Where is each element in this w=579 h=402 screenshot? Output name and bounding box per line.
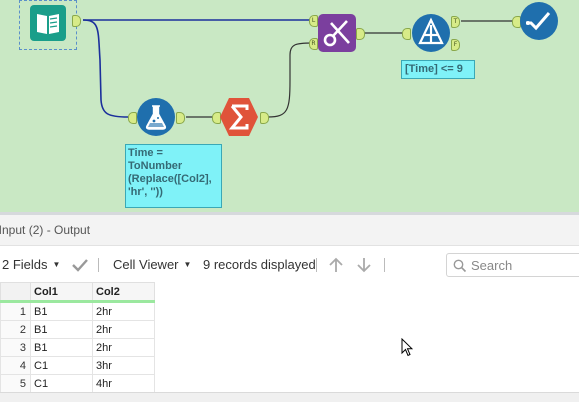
- results-grid[interactable]: Col1 Col2 1 B1 2hr 2 B1 2hr 3 B1 2hr 4 C…: [0, 282, 155, 393]
- results-title: t Input (2) - Output: [0, 223, 91, 237]
- table-row[interactable]: 3 B1 2hr: [0, 338, 155, 357]
- filter-icon: [418, 17, 444, 45]
- grid-cell[interactable]: C1: [30, 374, 93, 393]
- scissors-icon: [323, 20, 350, 47]
- wire-input-to-formula: [82, 19, 129, 118]
- join-left-anchor[interactable]: L: [309, 15, 318, 27]
- results-toolbar: 2 Fields ▼ Cell Viewer ▼ 9 records display…: [0, 246, 579, 282]
- workflow-canvas[interactable]: L R T F [Time] <= 9 Time = ToNumber (Rep…: [0, 0, 579, 212]
- grid-cell[interactable]: 3hr: [92, 356, 155, 375]
- fields-dropdown[interactable]: 2 Fields ▼: [2, 257, 60, 273]
- chevron-down-icon: ▼: [52, 260, 61, 269]
- join-right-anchor[interactable]: R: [309, 38, 318, 50]
- checkmark-icon: [526, 12, 551, 31]
- panel-splitter[interactable]: [0, 212, 579, 215]
- row-number[interactable]: 4: [0, 356, 31, 375]
- arrow-down-icon[interactable]: [355, 256, 373, 274]
- flask-icon: [145, 105, 167, 130]
- join-tool[interactable]: [317, 13, 357, 53]
- arrow-up-icon[interactable]: [327, 256, 345, 274]
- summarize-output-anchor[interactable]: [260, 112, 269, 124]
- book-icon: [30, 5, 66, 41]
- filter-true-label: T: [453, 18, 458, 25]
- sigma-icon: [228, 104, 249, 130]
- input-data-tool[interactable]: [19, 0, 77, 50]
- formula-input-anchor[interactable]: [128, 112, 137, 124]
- table-row[interactable]: 5 C1 4hr: [0, 374, 155, 393]
- search-input[interactable]: [471, 257, 576, 273]
- grid-cell[interactable]: B1: [30, 320, 93, 339]
- formula-tool[interactable]: [136, 97, 176, 137]
- toolbar-divider: [384, 258, 385, 272]
- row-number[interactable]: 1: [0, 301, 31, 321]
- toolbar-divider: [98, 258, 99, 272]
- grid-cell[interactable]: 2hr: [92, 320, 155, 339]
- search-icon: [453, 259, 467, 273]
- toolbar-divider: [316, 258, 317, 272]
- mouse-cursor-icon: [401, 338, 413, 357]
- column-header-col1[interactable]: Col1: [30, 282, 93, 303]
- formula-output-anchor[interactable]: [176, 112, 185, 124]
- grid-cell[interactable]: 4hr: [92, 374, 155, 393]
- table-row[interactable]: 4 C1 3hr: [0, 356, 155, 375]
- filter-true-anchor[interactable]: T: [451, 16, 460, 28]
- grid-cell[interactable]: C1: [30, 356, 93, 375]
- row-number[interactable]: 5: [0, 374, 31, 393]
- cell-viewer-label: Cell Viewer: [113, 257, 179, 272]
- results-title-bar: t Input (2) - Output: [0, 215, 579, 246]
- grid-cell[interactable]: B1: [30, 301, 93, 321]
- input-output-anchor[interactable]: [72, 15, 81, 27]
- browse-tool[interactable]: [519, 1, 559, 41]
- join-right-label: R: [311, 40, 316, 47]
- table-row[interactable]: 1 B1 2hr: [0, 301, 155, 321]
- filter-false-anchor[interactable]: F: [451, 39, 460, 51]
- filter-false-label: F: [453, 41, 458, 48]
- grid-cell[interactable]: B1: [30, 338, 93, 357]
- row-number[interactable]: 3: [0, 338, 31, 357]
- checkmark-icon[interactable]: [71, 257, 89, 273]
- table-row[interactable]: 2 B1 2hr: [0, 320, 155, 339]
- fields-label: 2 Fields: [2, 257, 48, 272]
- search-box[interactable]: [446, 253, 579, 277]
- filter-tool[interactable]: [411, 13, 451, 53]
- formula-annotation: Time = ToNumber (Replace([Col2], 'hr', '…: [125, 144, 222, 208]
- column-header-col2[interactable]: Col2: [92, 282, 155, 303]
- grid-header-row: Col1 Col2: [0, 282, 155, 303]
- filter-annotation: [Time] <= 9: [401, 60, 475, 79]
- wire-summarize-to-join: [267, 42, 313, 118]
- connection-wires: [82, 19, 513, 118]
- filter-input-anchor[interactable]: [402, 28, 411, 40]
- row-number-header[interactable]: [0, 282, 31, 303]
- chevron-down-icon: ▼: [183, 260, 192, 269]
- join-output-anchor[interactable]: [356, 28, 365, 40]
- horizontal-scrollbar[interactable]: [0, 392, 579, 402]
- grid-cell[interactable]: 2hr: [92, 338, 155, 357]
- row-number[interactable]: 2: [0, 320, 31, 339]
- grid-cell[interactable]: 2hr: [92, 301, 155, 321]
- join-left-label: L: [311, 17, 316, 24]
- summarize-tool[interactable]: [219, 97, 259, 137]
- cell-viewer-dropdown[interactable]: Cell Viewer ▼: [113, 257, 191, 273]
- records-count: 9 records displayed: [203, 257, 316, 272]
